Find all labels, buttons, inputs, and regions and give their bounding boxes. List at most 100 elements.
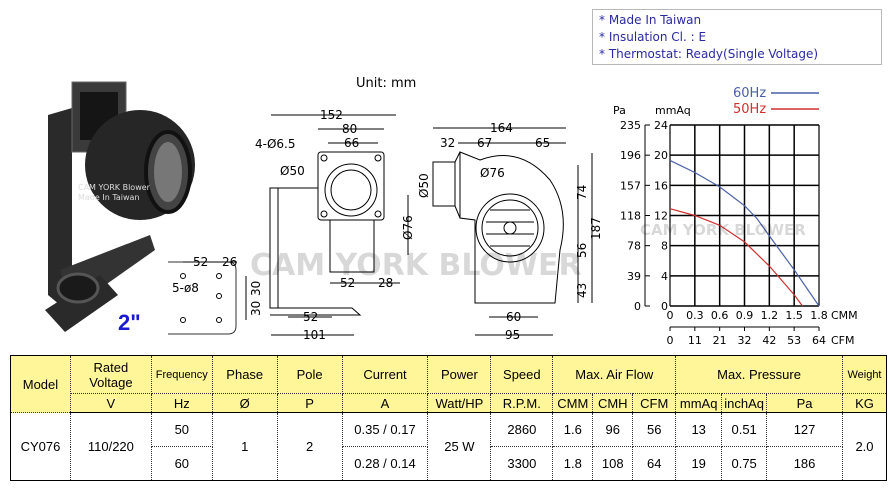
note-origin: * Made In Taiwan — [599, 13, 702, 27]
th-weight: Weight — [841, 355, 888, 394]
cell-inchaq: 0.75 — [721, 446, 768, 481]
x-tick-label: 1.2 — [761, 309, 779, 322]
unit-label: Unit: mm — [356, 76, 417, 91]
cell-current: 0.35 / 0.17 — [341, 412, 429, 447]
unit-mmaq: mmAq — [675, 393, 723, 413]
dim-base-30b: 30 — [249, 301, 263, 316]
dim-outlet-dia: Ø50 — [280, 164, 305, 178]
th-pressure: Max. Pressure — [675, 355, 843, 394]
th-frequency: Frequency — [150, 355, 213, 394]
x-tick-label: 0.9 — [736, 309, 754, 322]
dim-66: 66 — [344, 136, 359, 150]
unit-rpm: R.P.M. — [490, 393, 554, 413]
unit-v: V — [69, 393, 152, 413]
cell-power: 25 W — [427, 412, 492, 481]
note-insulation: * Insulation Cl. : E — [599, 30, 707, 44]
product-photos: CAM YORK Blower Made In Taiwan — [45, 81, 195, 332]
y-tick-label: 8 — [661, 240, 668, 253]
watermark-text: CAM YORK BLOWER — [250, 248, 582, 283]
dim-inlet-dia: Ø76 — [401, 215, 415, 240]
notes-box: * Made In Taiwan * Insulation Cl. : E * … — [592, 9, 882, 65]
dim-32: 32 — [440, 136, 455, 150]
th-phase: Phase — [211, 355, 278, 394]
dim-side-inlet: Ø76 — [480, 166, 505, 180]
x-tick-label: 0.3 — [686, 309, 704, 322]
pa-tick-label: 196 — [620, 149, 641, 162]
cell-model: CY076 — [10, 412, 71, 481]
table-row: 60 0.28 / 0.14 3300 1.8 108 64 19 0.75 1… — [11, 446, 887, 481]
pa-tick-label: 78 — [627, 240, 641, 253]
x-tick-label: 1.8 — [810, 309, 828, 322]
x-tick-label: 0.6 — [711, 309, 729, 322]
dimension-drawings: 152 80 66 4-Ø6.5 Ø50 Ø76 52 28 52 101 16… — [168, 108, 600, 342]
dim-60: 60 — [506, 310, 521, 324]
legend-label-60Hz: 60Hz — [733, 86, 766, 101]
x2-tick-label: 21 — [713, 334, 727, 347]
unit-pole: P — [276, 393, 343, 413]
dim-side-outlet: Ø50 — [417, 173, 431, 198]
cell-speed: 3300 — [490, 446, 554, 481]
dim-28: 28 — [378, 276, 393, 290]
th-airflow: Max. Air Flow — [552, 355, 677, 394]
cell-mmaq: 19 — [675, 446, 723, 481]
performance-chart: 000.3110.6210.9321.2421.5531.86424235201… — [613, 86, 858, 347]
dim-74: 74 — [575, 185, 589, 200]
unit-cfm: CFM — [632, 393, 677, 413]
pa-tick-label: 39 — [627, 270, 641, 283]
cell-cmm: 1.8 — [552, 446, 594, 481]
dim-95: 95 — [505, 328, 520, 342]
cell-mmaq: 13 — [675, 412, 723, 447]
th-pole: Pole — [276, 355, 343, 394]
y-tick-label: 4 — [661, 270, 668, 283]
cell-speed: 2860 — [490, 412, 554, 447]
adapter-photo — [45, 272, 118, 332]
dim-80: 80 — [342, 122, 357, 136]
unit-inchaq: inchAq — [721, 393, 768, 413]
pa-tick-label: 0 — [634, 300, 641, 313]
unit-a: A — [341, 393, 429, 413]
unit-hz: Hz — [150, 393, 213, 413]
cell-current: 0.28 / 0.14 — [341, 446, 429, 481]
dim-56: 56 — [575, 243, 589, 258]
x2-tick-label: 42 — [762, 334, 776, 347]
pa-tick-label: 157 — [620, 179, 641, 192]
th-current: Current — [341, 355, 429, 394]
cell-phase: 1 — [211, 412, 278, 481]
series-line-50Hz — [669, 208, 803, 307]
cell-cmm: 1.6 — [552, 412, 594, 447]
cell-cfm: 64 — [632, 446, 677, 481]
y-tick-label: 20 — [654, 149, 668, 162]
pa-tick-label: 235 — [620, 119, 641, 132]
cell-pa: 186 — [766, 446, 843, 481]
cell-pole: 2 — [276, 412, 343, 481]
dim-base-30a: 30 — [249, 281, 263, 296]
y-tick-label: 0 — [661, 300, 668, 313]
x-axis-label: CMM — [831, 309, 858, 322]
dim-base-holes: 5-ø8 — [172, 281, 199, 295]
unit-kg: KG — [841, 393, 888, 413]
legend-label-50Hz: 50Hz — [733, 102, 766, 117]
unit-cmh: CMH — [592, 393, 634, 413]
dim-43: 43 — [575, 283, 589, 298]
x2-axis-label: CFM — [831, 334, 855, 347]
mmaq-axis-label: mmAq — [655, 104, 691, 117]
x-tick-label: 1.5 — [785, 309, 803, 322]
photo-watermark-line1: CAM YORK Blower — [78, 183, 151, 192]
dim-base-26: 26 — [222, 255, 237, 269]
blower-photo: CAM YORK Blower Made In Taiwan — [48, 81, 195, 310]
th-power: Power — [427, 355, 492, 394]
note-thermostat: * Thermostat: Ready(Single Voltage) — [599, 47, 819, 61]
x2-tick-label: 53 — [787, 334, 801, 347]
y-tick-label: 16 — [654, 179, 668, 192]
dim-67: 67 — [477, 136, 492, 150]
dim-holes: 4-Ø6.5 — [255, 137, 296, 151]
table-row: CY076 110/220 50 1 2 0.35 / 0.17 25 W 28… — [10, 412, 888, 481]
unit-pa: Pa — [766, 393, 843, 413]
cell-cmh: 96 — [592, 412, 634, 447]
y-tick-label: 24 — [654, 119, 668, 132]
dim-base-52: 52 — [193, 255, 208, 269]
x-tick-label: 0 — [667, 309, 674, 322]
chart-watermark: CAM YORK BLOWER — [640, 221, 806, 239]
photo-watermark-line2: Made In Taiwan — [78, 193, 140, 202]
unit-phase: Ø — [211, 393, 278, 413]
